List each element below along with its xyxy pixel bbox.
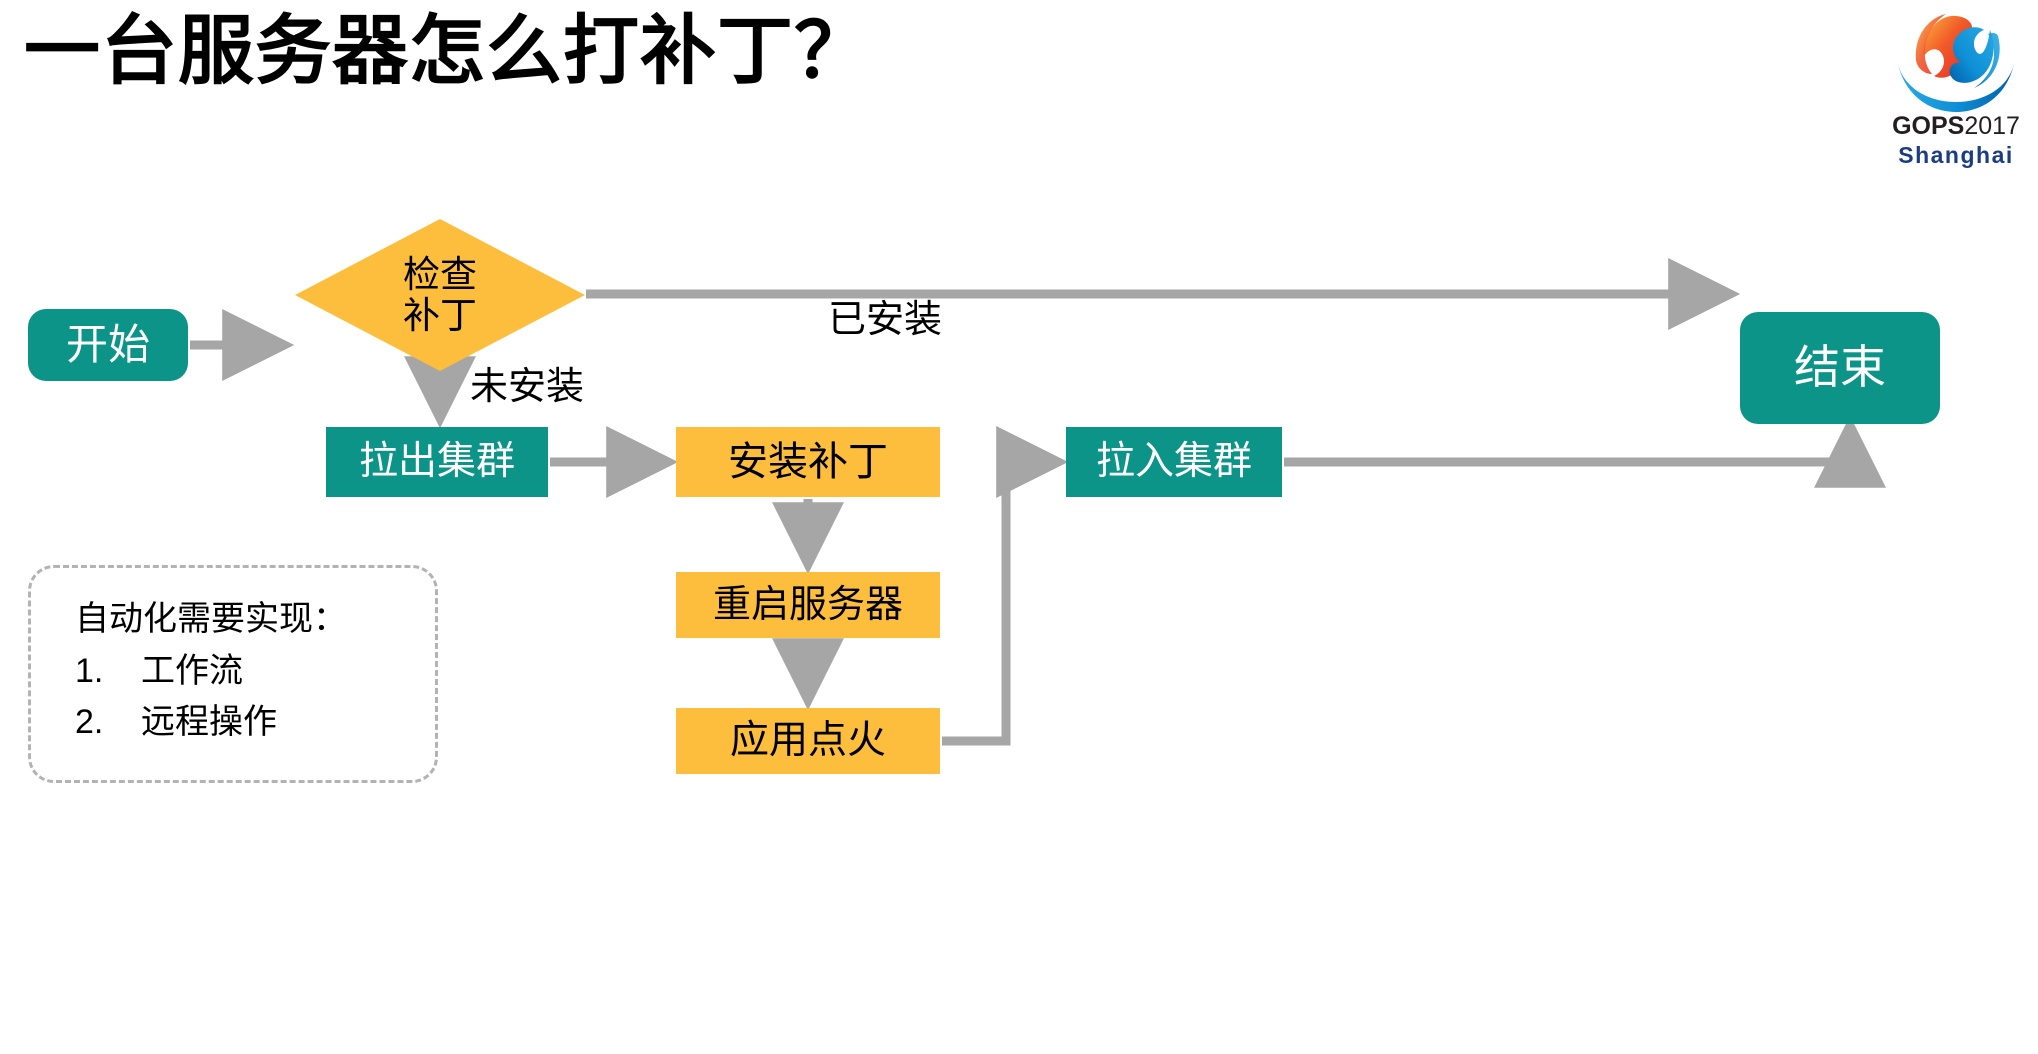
connector-pullin-to-end — [1284, 415, 1886, 488]
automation-note-box: 自动化需要实现： 1. 工作流 2. 远程操作 — [28, 565, 438, 783]
page-title: 一台服务器怎么打补丁？ — [24, 9, 871, 94]
logo-city: Shanghai — [1898, 141, 2014, 168]
diamond-label: 检查 补丁 — [295, 219, 585, 371]
flow-node-start[interactable]: 开始 — [28, 309, 188, 381]
diamond-label-line2: 补丁 — [403, 295, 477, 336]
edge-label-installed: 已安装 — [828, 299, 943, 341]
flow-node-reboot-server[interactable]: 重启服务器 — [676, 572, 940, 638]
flow-node-pull-in-cluster[interactable]: 拉入集群 — [1066, 427, 1282, 497]
logo-brand-line: GOPS2017 — [1878, 112, 2034, 142]
flow-node-app-ignite[interactable]: 应用点火 — [676, 708, 940, 774]
edge-label-not-installed: 未安装 — [470, 366, 585, 408]
note-item-2-number: 2. — [75, 703, 104, 742]
note-heading: 自动化需要实现： — [75, 600, 347, 638]
note-item-2-text: 远程操作 — [141, 703, 277, 742]
gops-swirl-icon — [1894, 6, 2018, 114]
flow-node-check-patch[interactable]: 检查 补丁 — [295, 219, 585, 371]
gops-logo: GOPS2017 Shanghai — [1878, 6, 2034, 176]
diamond-label-line1: 检查 — [403, 253, 477, 295]
note-item-1: 1. 工作流 — [75, 646, 435, 698]
flow-node-end[interactable]: 结束 — [1740, 312, 1940, 424]
note-item-1-text: 工作流 — [141, 651, 243, 690]
logo-year: 2017 — [1964, 112, 2020, 140]
note-item-1-number: 1. — [75, 651, 104, 690]
note-item-2: 2. 远程操作 — [75, 697, 435, 749]
logo-text-block: GOPS2017 Shanghai — [1878, 112, 2034, 169]
flow-node-install-patch[interactable]: 安装补丁 — [676, 427, 940, 497]
connector-ignite-to-pullin — [942, 426, 1069, 746]
logo-brand: GOPS — [1892, 112, 1965, 140]
flow-node-pull-out-cluster[interactable]: 拉出集群 — [326, 427, 548, 497]
